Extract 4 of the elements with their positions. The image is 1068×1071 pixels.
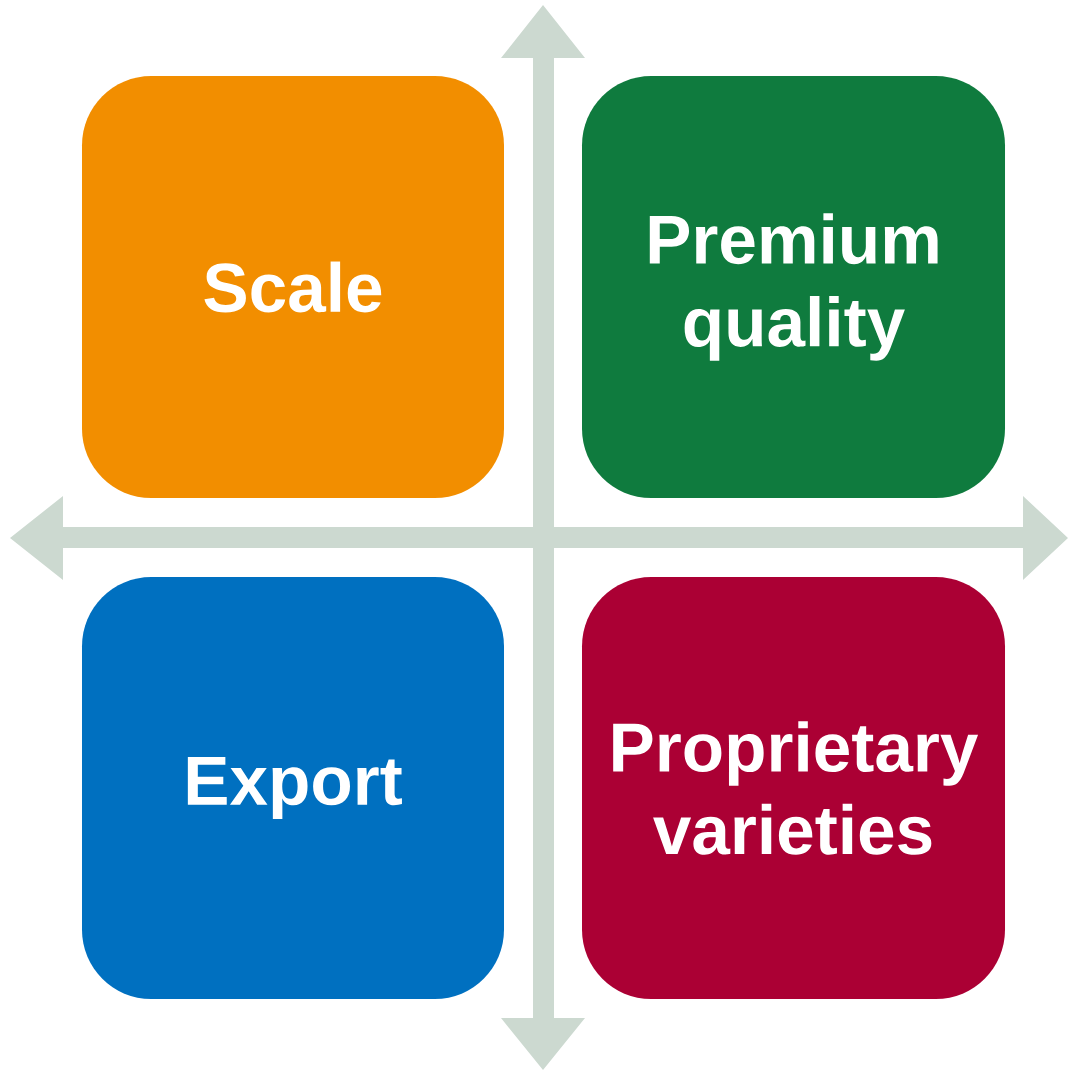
quadrant-box: Proprietary varieties (582, 577, 1005, 999)
quadrant-box: Premium quality (582, 76, 1005, 498)
quadrant-box: Scale (82, 76, 504, 498)
quadrant-box: Export (82, 577, 504, 999)
